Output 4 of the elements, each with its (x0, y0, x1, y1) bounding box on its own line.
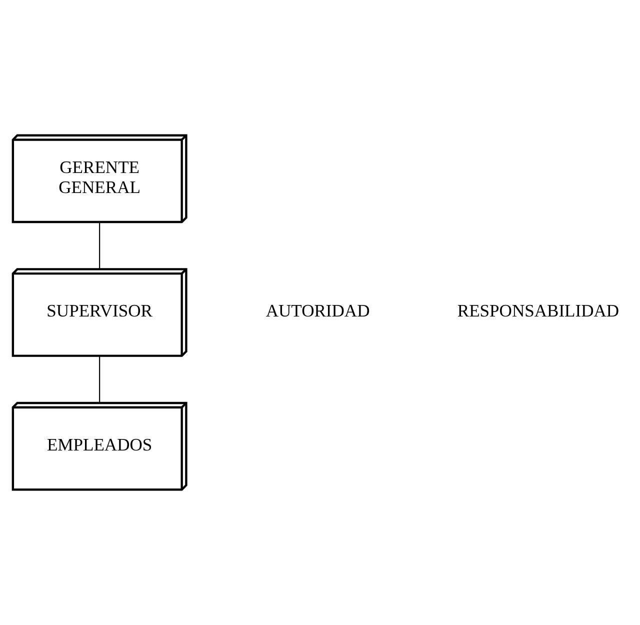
label: AUTORIDAD (266, 300, 370, 321)
connector (99, 222, 100, 270)
label: RESPONSABILIDAD (457, 300, 620, 321)
connector (99, 356, 100, 403)
